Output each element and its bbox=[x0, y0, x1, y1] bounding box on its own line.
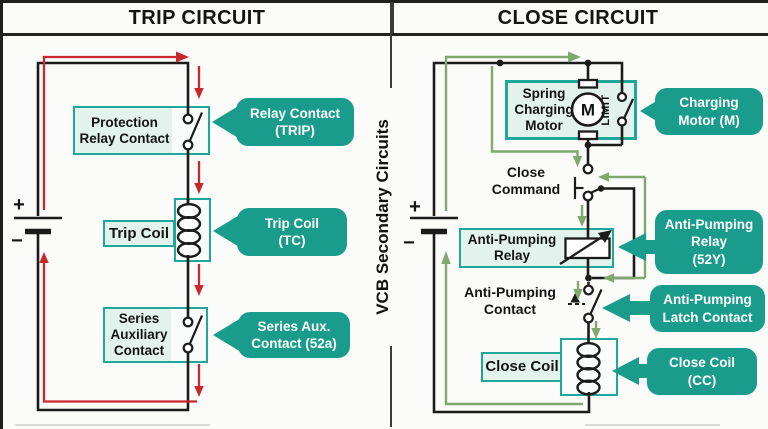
close-battery-plus-sign: + bbox=[409, 195, 421, 218]
spring-charging-motor-box: Spring Charging Motor bbox=[505, 80, 637, 140]
anti-pumping-contact-label: Anti-Pumping Contact bbox=[464, 283, 556, 317]
callout-anti-pumping-relay-52y: Anti-Pumping Relay (52Y) bbox=[655, 210, 763, 274]
close-coil-label-box: Close Coil bbox=[481, 352, 563, 382]
protection-relay-contact-box: Protection Relay Contact bbox=[73, 106, 210, 155]
close-battery-minus-sign: − bbox=[403, 231, 415, 254]
series-auxiliary-contact-box: Series Auxiliary Contact bbox=[103, 307, 208, 363]
callout-trip-coil-tc: Trip Coil (TC) bbox=[237, 208, 347, 256]
bottom-grey-line-left bbox=[15, 424, 210, 426]
trip-battery-plus-sign: + bbox=[13, 193, 25, 216]
trip-battery-minus-sign: − bbox=[11, 229, 23, 252]
protection-switch-area bbox=[172, 108, 208, 153]
callout-close-coil-cc: Close Coil (CC) bbox=[647, 348, 757, 395]
anti-pumping-relay-label: Anti-Pumping Relay bbox=[467, 232, 557, 263]
frame-border-top bbox=[0, 0, 768, 3]
anti-pumping-relay-box: Anti-Pumping Relay bbox=[459, 228, 614, 268]
bottom-grey-line-right bbox=[585, 424, 720, 426]
close-coil-label: Close Coil bbox=[485, 358, 559, 376]
trip-coil-symbol-box bbox=[174, 198, 211, 262]
protection-relay-contact-label: Protection Relay Contact bbox=[79, 114, 170, 146]
close-circuit-title: CLOSE CIRCUIT bbox=[497, 6, 659, 29]
callout-arrow-series-aux bbox=[213, 318, 241, 352]
trip-circuit-title: TRIP CIRCUIT bbox=[128, 6, 266, 29]
anti-pumping-contact-symbol bbox=[568, 284, 603, 324]
callout-charging-motor-m: Charging Motor (M) bbox=[655, 88, 763, 135]
callout-anti-pumping-latch-contact: Anti-Pumping Latch Contact bbox=[650, 285, 765, 332]
series-auxiliary-contact-label: Series Auxiliary Contact bbox=[110, 311, 168, 358]
trip-coil-label-box: Trip Coil bbox=[103, 220, 175, 247]
callout-relay-contact-trip: Relay Contact (TRIP) bbox=[236, 98, 354, 146]
spring-charging-motor-label: Spring Charging Motor bbox=[514, 86, 574, 133]
close-command-label: Close Command bbox=[491, 163, 561, 197]
series-switch-area bbox=[171, 309, 206, 361]
close-command-button-symbol bbox=[573, 163, 600, 202]
close-coil-symbol-box bbox=[560, 338, 618, 396]
trip-coil-label: Trip Coil bbox=[109, 224, 169, 242]
callout-series-aux-52a: Series Aux. Contact (52a) bbox=[238, 312, 350, 358]
vcb-secondary-circuits-label: VCB Secondary Circuits bbox=[373, 119, 392, 315]
header-underline bbox=[0, 33, 768, 36]
frame-border-left bbox=[0, 0, 3, 429]
callout-arrow-52y-head bbox=[618, 233, 646, 261]
callout-arrow-latch-head bbox=[602, 294, 630, 322]
